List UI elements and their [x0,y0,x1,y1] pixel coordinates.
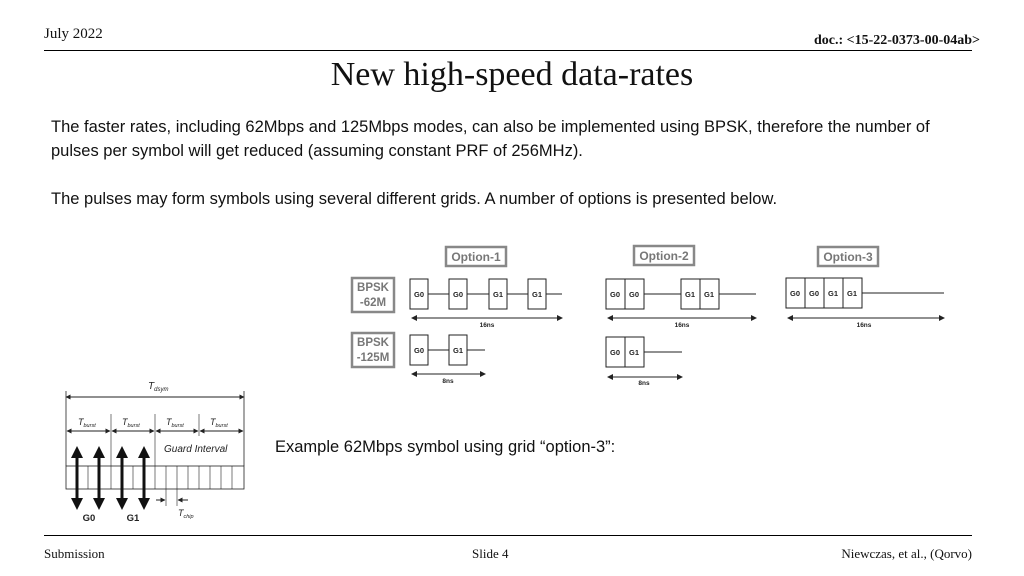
svg-text:G1: G1 [453,346,463,355]
svg-text:Tburst: Tburst [166,417,184,429]
header-rule [44,50,972,51]
svg-text:G0: G0 [453,290,463,299]
svg-text:G0: G0 [790,289,800,298]
row-label-bpsk-62m: BPSK -62M [350,276,396,314]
svg-text:G0: G0 [83,513,96,524]
svg-text:8ns: 8ns [638,380,650,387]
option-1-62m-grid: G0 G0 G1 G1 16ns [409,278,563,329]
footer-rule [44,535,972,536]
svg-text:Tchip: Tchip [178,508,194,520]
svg-text:Tburst: Tburst [122,417,140,429]
options-grid-diagram: Option-1 Option-2 Option-3 BPSK -62M BPS… [350,244,945,387]
body-paragraph-2: The pulses may form symbols using severa… [51,190,778,208]
svg-text:-125M: -125M [357,352,390,364]
option-2-62m-grid: G0 G0 G1 G1 16ns [605,278,757,329]
svg-text:Tburst: Tburst [78,417,96,429]
svg-text:G0: G0 [629,290,639,299]
svg-text:G1: G1 [847,289,857,298]
svg-text:Guard Interval: Guard Interval [164,444,228,455]
option-3-62m-grid: G0 G0 G1 G1 16ns [785,277,945,329]
header-date: July 2022 [44,26,103,42]
footer-authors: Niewczas, et al., (Qorvo) [841,546,972,561]
svg-text:16ns: 16ns [857,322,872,329]
option-1-label-box: Option-1 [444,245,508,268]
option-3-label-box: Option-3 [816,245,880,268]
diagram-caption: Example 62Mbps symbol using grid “option… [275,438,616,456]
svg-text:8ns: 8ns [442,378,454,385]
svg-text:G1: G1 [828,289,838,298]
svg-text:G1: G1 [685,290,695,299]
svg-text:16ns: 16ns [480,322,495,329]
footer-submission: Submission [44,546,105,561]
svg-text:Option-1: Option-1 [451,250,501,264]
svg-text:Tdsym: Tdsym [148,381,168,393]
svg-text:G0: G0 [809,289,819,298]
symbol-timing-diagram: Tdsym Tburst Tburst Tburst Tburst Guard … [65,381,245,524]
svg-text:G1: G1 [704,290,714,299]
svg-text:G1: G1 [493,290,503,299]
slide-title: New high-speed data-rates [330,56,694,93]
footer-slide-number: Slide 4 [472,546,509,561]
svg-text:G0: G0 [414,290,424,299]
svg-text:G0: G0 [610,348,620,357]
svg-text:-62M: -62M [360,297,386,309]
option-2-label-box: Option-2 [632,244,696,267]
row-label-bpsk-125m: BPSK -125M [350,331,396,369]
svg-text:G1: G1 [629,348,639,357]
svg-text:G1: G1 [532,290,542,299]
svg-text:Option-2: Option-2 [639,249,689,263]
svg-text:16ns: 16ns [675,322,690,329]
option-2-125m-grid: G0 G1 8ns [605,336,683,387]
option-1-125m-grid: G0 G1 8ns [409,334,486,385]
svg-text:G0: G0 [414,346,424,355]
svg-text:G1: G1 [127,513,140,524]
header-doc-id: doc.: <15-22-0373-00-04ab> [813,33,980,48]
svg-text:Option-3: Option-3 [823,250,873,264]
svg-text:BPSK: BPSK [357,337,390,349]
svg-text:BPSK: BPSK [357,282,390,294]
svg-text:G0: G0 [610,290,620,299]
body-paragraph-1: The faster rates, including 62Mbps and 1… [51,118,930,160]
svg-text:Tburst: Tburst [210,417,228,429]
